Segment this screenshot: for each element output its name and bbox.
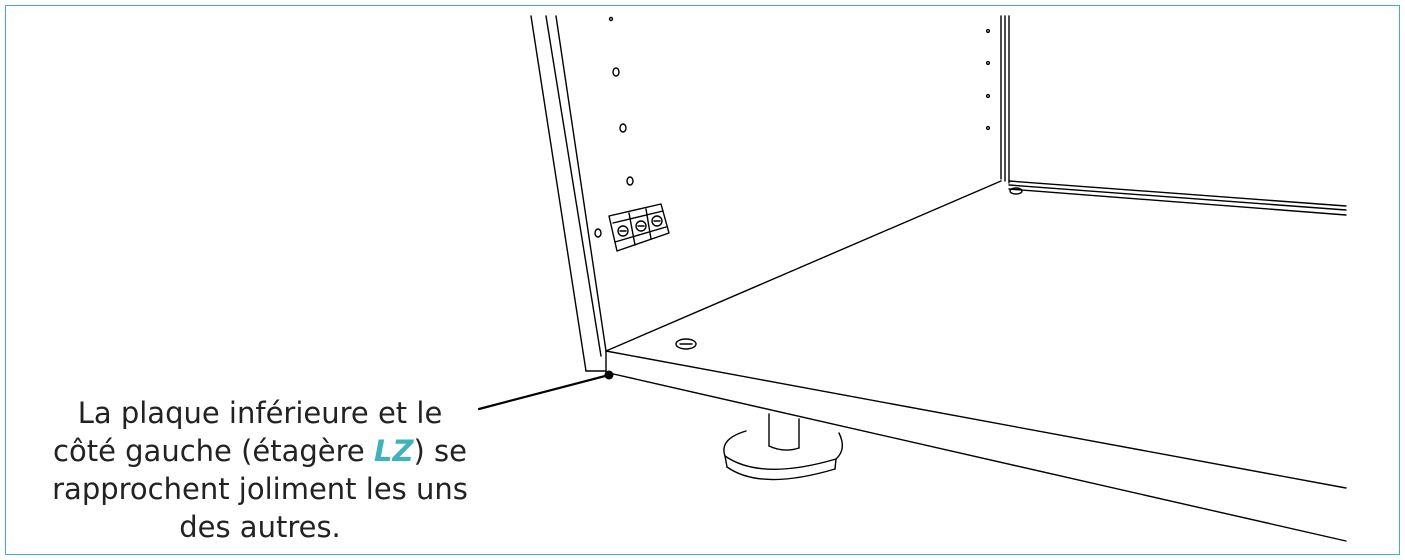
callout-caption: La plaque inférieure et le côté gauche (… (20, 394, 500, 546)
leveling-foot (723, 413, 844, 481)
caption-line-4: des autres. (179, 510, 341, 544)
back-panel (985, 15, 1010, 184)
caption-line-1: La plaque inférieure et le (77, 396, 443, 430)
caption-line-3: rapprochent joliment les uns (52, 472, 468, 506)
left-panel-holes (594, 16, 634, 238)
caption-line-2: côté gauche (étagère LZ) se (20, 432, 500, 470)
right-shelf-edge (1008, 180, 1347, 216)
figure-frame (5, 5, 1400, 555)
left-side-panel (530, 15, 607, 374)
callout-leader (477, 370, 614, 411)
caption-line-2-after: ) se (413, 434, 467, 468)
assembly-drawing (477, 15, 1347, 542)
hinge-plate (608, 203, 670, 252)
caption-line-2-before: côté gauche (étagère (53, 434, 374, 468)
bottom-plate (605, 180, 1347, 542)
part-code-label: LZ (373, 434, 414, 468)
